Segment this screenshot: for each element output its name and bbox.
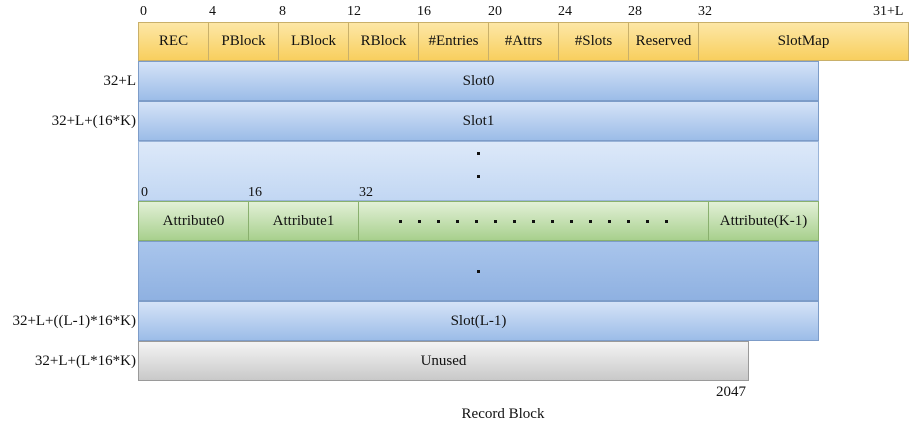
slot0-label: Slot0 bbox=[462, 72, 495, 89]
attr-tick-label: 32 bbox=[359, 185, 373, 200]
slot1-row: Slot1 bbox=[138, 101, 819, 141]
attribute1-cell: Attribute1 bbox=[248, 201, 359, 241]
slot1-label: Slot1 bbox=[462, 112, 495, 129]
tick-label: 4 bbox=[209, 4, 216, 19]
field-entries: #Entries bbox=[418, 22, 489, 61]
tick-label: 24 bbox=[558, 4, 572, 19]
tick-label: 31+L bbox=[873, 4, 904, 19]
field-rblock: RBlock bbox=[348, 22, 419, 61]
attribute-ellipsis-cell bbox=[358, 201, 709, 241]
tick-label: 16 bbox=[417, 4, 431, 19]
field-pblock: PBlock bbox=[208, 22, 279, 61]
unused-row: Unused bbox=[138, 341, 749, 381]
tick-label: 8 bbox=[279, 4, 286, 19]
slot-last-row: Slot(L-1) bbox=[138, 301, 819, 341]
dotted-ellipsis-icon bbox=[398, 220, 668, 223]
slot-last-label: Slot(L-1) bbox=[450, 312, 507, 329]
tick-label: 20 bbox=[488, 4, 502, 19]
tick-label: 12 bbox=[347, 4, 361, 19]
field-slotmap: SlotMap bbox=[698, 22, 909, 61]
end-offset-label: 2047 bbox=[716, 384, 746, 400]
ellipsis-dot bbox=[477, 270, 480, 273]
offset-label-unused: 32+L+(L*16*K) bbox=[34, 353, 136, 369]
unused-label: Unused bbox=[420, 352, 467, 369]
offset-label-slot-last: 32+L+((L-1)*16*K) bbox=[12, 313, 136, 329]
field-slots: #Slots bbox=[558, 22, 629, 61]
diagram-caption: Record Block bbox=[461, 406, 545, 422]
offset-label-slot0: 32+L bbox=[103, 73, 136, 89]
field-reserved: Reserved bbox=[628, 22, 699, 61]
tick-label: 32 bbox=[698, 4, 712, 19]
ellipsis-dot bbox=[477, 152, 480, 155]
tick-label: 0 bbox=[140, 4, 147, 19]
attribute-last-cell: Attribute(K-1) bbox=[708, 201, 819, 241]
slot-gap-region bbox=[138, 141, 819, 201]
field-lblock: LBlock bbox=[278, 22, 349, 61]
field-rec: REC bbox=[138, 22, 209, 61]
offset-label-slot1: 32+L+(16*K) bbox=[51, 113, 136, 129]
ellipsis-dot bbox=[477, 175, 480, 178]
field-attrs: #Attrs bbox=[488, 22, 559, 61]
attribute0-cell: Attribute0 bbox=[138, 201, 249, 241]
tick-label: 28 bbox=[628, 4, 642, 19]
slot0-row: Slot0 bbox=[138, 61, 819, 101]
attr-tick-label: 16 bbox=[248, 185, 262, 200]
attr-tick-label: 0 bbox=[141, 185, 148, 200]
